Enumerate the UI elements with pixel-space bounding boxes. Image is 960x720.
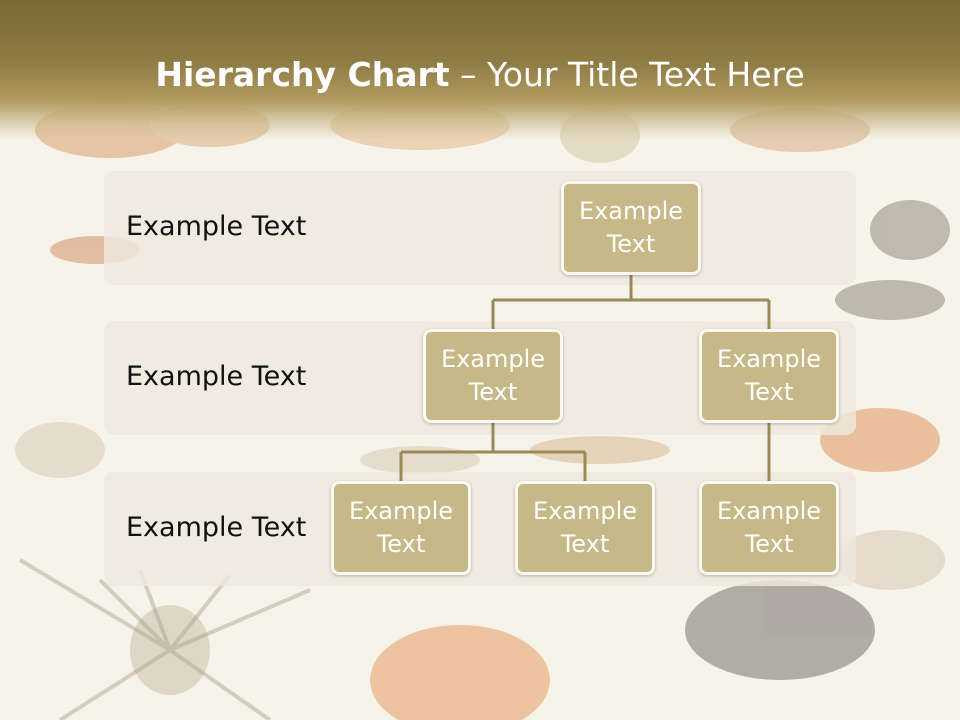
slide-title: Hierarchy Chart – Your Title Text Here [0, 52, 960, 98]
node-mid-right[interactable]: Example Text [699, 329, 839, 423]
slide-title-bold: Hierarchy Chart [155, 55, 450, 94]
level-label-3: Example Text [126, 512, 307, 543]
level-label-2: Example Text [126, 361, 307, 392]
node-leaf-3[interactable]: Example Text [699, 481, 839, 575]
slide-title-rest: – Your Title Text Here [449, 55, 805, 94]
title-banner [0, 0, 960, 140]
level-band-1 [104, 171, 856, 285]
level-label-1: Example Text [126, 211, 307, 242]
node-root[interactable]: Example Text [561, 181, 701, 275]
node-leaf-2[interactable]: Example Text [515, 481, 655, 575]
node-mid-left[interactable]: Example Text [423, 329, 563, 423]
node-leaf-1[interactable]: Example Text [331, 481, 471, 575]
